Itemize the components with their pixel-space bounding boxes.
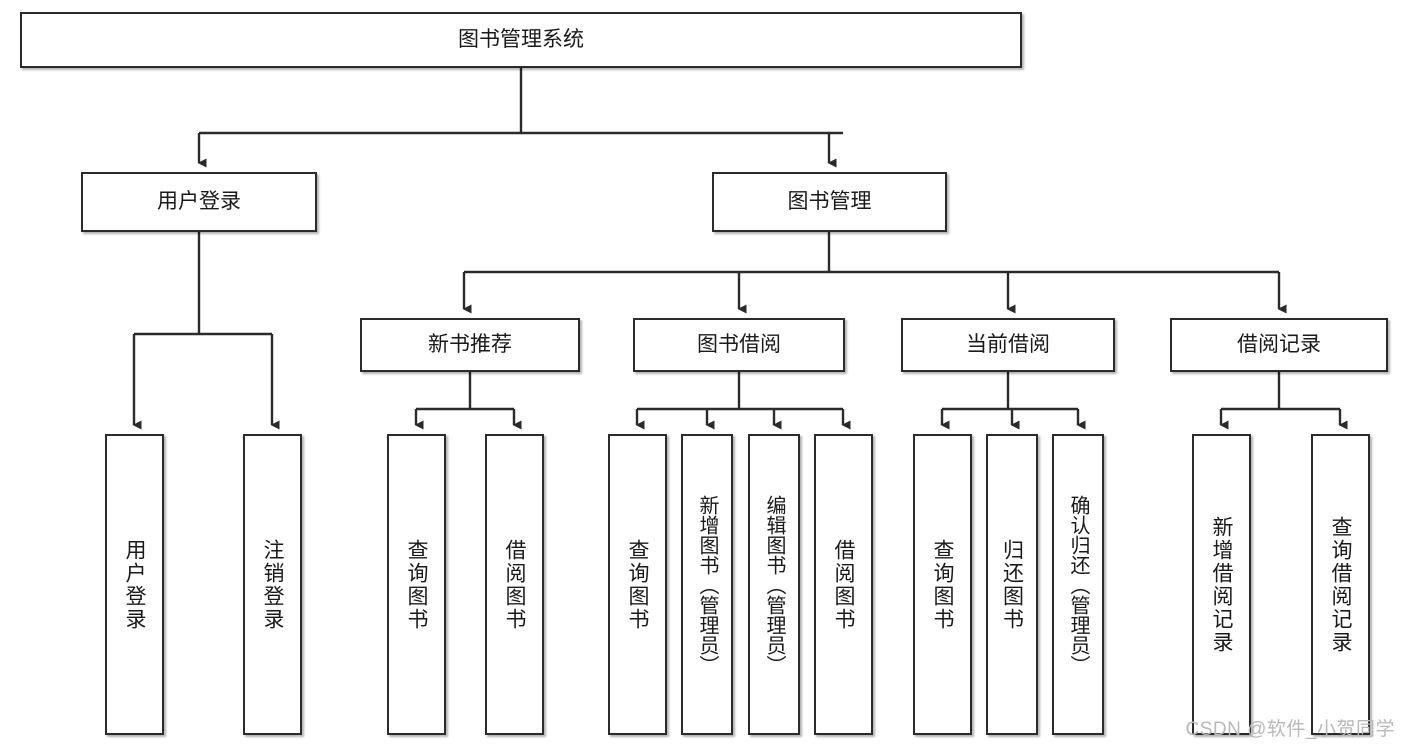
watermark: CSDN @软件_小贺同学 xyxy=(1185,719,1395,740)
node-leaf-edit-book-admin-label: 编辑图书（管理员） xyxy=(763,494,785,675)
node-leaf-user-login[interactable]: 用户登录 xyxy=(105,434,164,735)
node-user-login-label: 用户登录 xyxy=(157,189,241,213)
node-leaf-add-book-admin[interactable]: 新增图书（管理员） xyxy=(681,434,733,735)
node-current-borrow-label: 当前借阅 xyxy=(966,332,1050,356)
node-book-borrow[interactable]: 图书借阅 xyxy=(633,318,845,372)
node-book-management-label: 图书管理 xyxy=(787,189,872,213)
node-book-management[interactable]: 图书管理 xyxy=(712,172,947,232)
node-leaf-query-book-2-label: 查询图书 xyxy=(626,538,649,631)
node-leaf-edit-book-admin[interactable]: 编辑图书（管理员） xyxy=(748,434,800,735)
node-borrow-records-label: 借阅记录 xyxy=(1237,332,1321,356)
node-leaf-add-borrow-record-label: 新增借阅记录 xyxy=(1210,515,1233,654)
node-root[interactable]: 图书管理系统 xyxy=(20,12,1022,68)
node-leaf-query-book-1[interactable]: 查询图书 xyxy=(387,434,446,735)
node-leaf-query-borrow-record-label: 查询借阅记录 xyxy=(1329,515,1352,654)
node-leaf-confirm-return-admin[interactable]: 确认归还（管理员） xyxy=(1052,434,1104,735)
node-leaf-borrow-book-2-label: 借阅图书 xyxy=(832,538,855,631)
edge-bookborrow-to-leaves xyxy=(635,372,851,430)
node-leaf-user-logout-label: 注销登录 xyxy=(261,538,284,631)
node-book-borrow-label: 图书借阅 xyxy=(697,332,781,356)
node-leaf-borrow-book-2[interactable]: 借阅图书 xyxy=(814,434,873,735)
node-leaf-query-book-2[interactable]: 查询图书 xyxy=(608,434,667,735)
edge-root-to-level2 xyxy=(197,68,843,168)
node-leaf-return-book-label: 归还图书 xyxy=(1000,538,1024,631)
node-root-label: 图书管理系统 xyxy=(458,27,584,51)
node-leaf-query-borrow-record[interactable]: 查询借阅记录 xyxy=(1311,434,1370,735)
node-leaf-query-book-3[interactable]: 查询图书 xyxy=(913,434,972,735)
node-leaf-return-book[interactable]: 归还图书 xyxy=(986,434,1038,735)
node-leaf-query-book-3-label: 查询图书 xyxy=(931,538,954,631)
node-new-book-recommend[interactable]: 新书推荐 xyxy=(360,318,580,372)
edge-currentborrow-to-leaves xyxy=(940,372,1086,430)
node-leaf-user-login-label: 用户登录 xyxy=(123,538,146,631)
node-leaf-query-book-1-label: 查询图书 xyxy=(405,538,428,631)
edge-bookmgmt-to-level3 xyxy=(462,232,1287,314)
edge-userlogin-to-leaves xyxy=(132,232,280,430)
edge-newbook-to-leaves xyxy=(414,372,522,430)
node-leaf-borrow-book-1-label: 借阅图书 xyxy=(503,538,526,631)
edge-borrowrecords-to-leaves xyxy=(1219,372,1348,430)
node-current-borrow[interactable]: 当前借阅 xyxy=(901,318,1115,372)
node-leaf-add-book-admin-label: 新增图书（管理员） xyxy=(696,494,718,675)
node-new-book-recommend-label: 新书推荐 xyxy=(428,332,512,356)
node-leaf-user-logout[interactable]: 注销登录 xyxy=(243,434,302,735)
node-borrow-records[interactable]: 借阅记录 xyxy=(1170,318,1388,372)
node-leaf-borrow-book-1[interactable]: 借阅图书 xyxy=(485,434,544,735)
node-leaf-add-borrow-record[interactable]: 新增借阅记录 xyxy=(1192,434,1251,735)
node-leaf-confirm-return-admin-label: 确认归还（管理员） xyxy=(1067,494,1089,675)
node-user-login[interactable]: 用户登录 xyxy=(81,172,317,232)
